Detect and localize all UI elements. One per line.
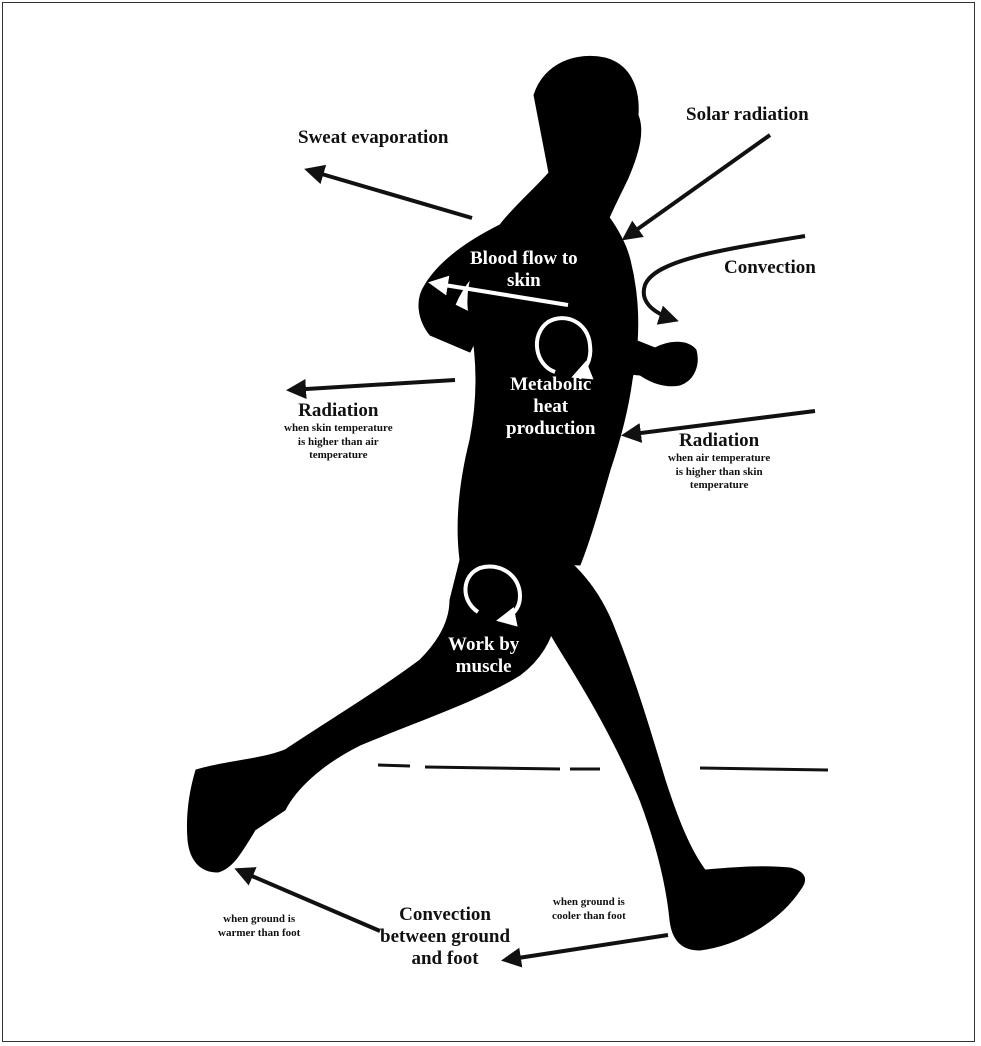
- label-convection-ground-line1: Convection: [380, 904, 510, 926]
- label-ground-warmer-line1: when ground is: [218, 913, 300, 927]
- label-radiation-left: Radiation when skin temperature is highe…: [284, 400, 393, 463]
- label-work-line2: muscle: [448, 656, 519, 678]
- ground-cooler-arrow: [505, 935, 668, 960]
- label-convection: Convection: [724, 257, 816, 279]
- label-radiation-left-title: Radiation: [284, 400, 393, 422]
- label-radiation-left-note3: temperature: [284, 449, 393, 463]
- label-convection-ground-line3: and foot: [380, 948, 510, 970]
- label-radiation-right-title: Radiation: [668, 430, 770, 452]
- label-radiation-left-note2: is higher than air: [284, 436, 393, 450]
- runner-silhouette: [187, 56, 804, 950]
- label-blood-flow-line2: skin: [470, 270, 578, 292]
- label-blood-flow-line1: Blood flow to: [470, 248, 578, 270]
- label-metabolic-line2: heat: [506, 396, 595, 418]
- label-ground-cooler-line2: cooler than foot: [552, 910, 626, 924]
- label-work-line1: Work by: [448, 634, 519, 656]
- label-metabolic-line1: Metabolic: [506, 374, 595, 396]
- label-blood-flow: Blood flow to skin: [470, 248, 578, 292]
- label-radiation-left-note1: when skin temperature: [284, 422, 393, 436]
- solar-arrow: [625, 135, 770, 238]
- radiation-left-arrow: [290, 380, 455, 390]
- label-metabolic-heat: Metabolic heat production: [506, 374, 595, 440]
- label-sweat-evaporation: Sweat evaporation: [298, 127, 448, 149]
- label-radiation-right-note3: temperature: [668, 479, 770, 493]
- label-ground-cooler: when ground is cooler than foot: [552, 896, 626, 924]
- label-convection-ground: Convection between ground and foot: [380, 904, 510, 970]
- label-ground-warmer: when ground is warmer than foot: [218, 913, 300, 941]
- sweat-arrow: [308, 170, 472, 218]
- runner-back-leg: [187, 520, 555, 872]
- ground-line: [378, 765, 828, 770]
- runner-front-leg: [520, 540, 805, 950]
- label-work-by-muscle: Work by muscle: [448, 634, 519, 678]
- label-solar-radiation: Solar radiation: [686, 104, 809, 126]
- label-ground-cooler-line1: when ground is: [552, 896, 626, 910]
- label-ground-warmer-line2: warmer than foot: [218, 927, 300, 941]
- label-radiation-right-note2: is higher than skin: [668, 466, 770, 480]
- label-radiation-right-note1: when air temperature: [668, 452, 770, 466]
- label-radiation-right: Radiation when air temperature is higher…: [668, 430, 770, 493]
- label-metabolic-line3: production: [506, 418, 595, 440]
- label-convection-ground-line2: between ground: [380, 926, 510, 948]
